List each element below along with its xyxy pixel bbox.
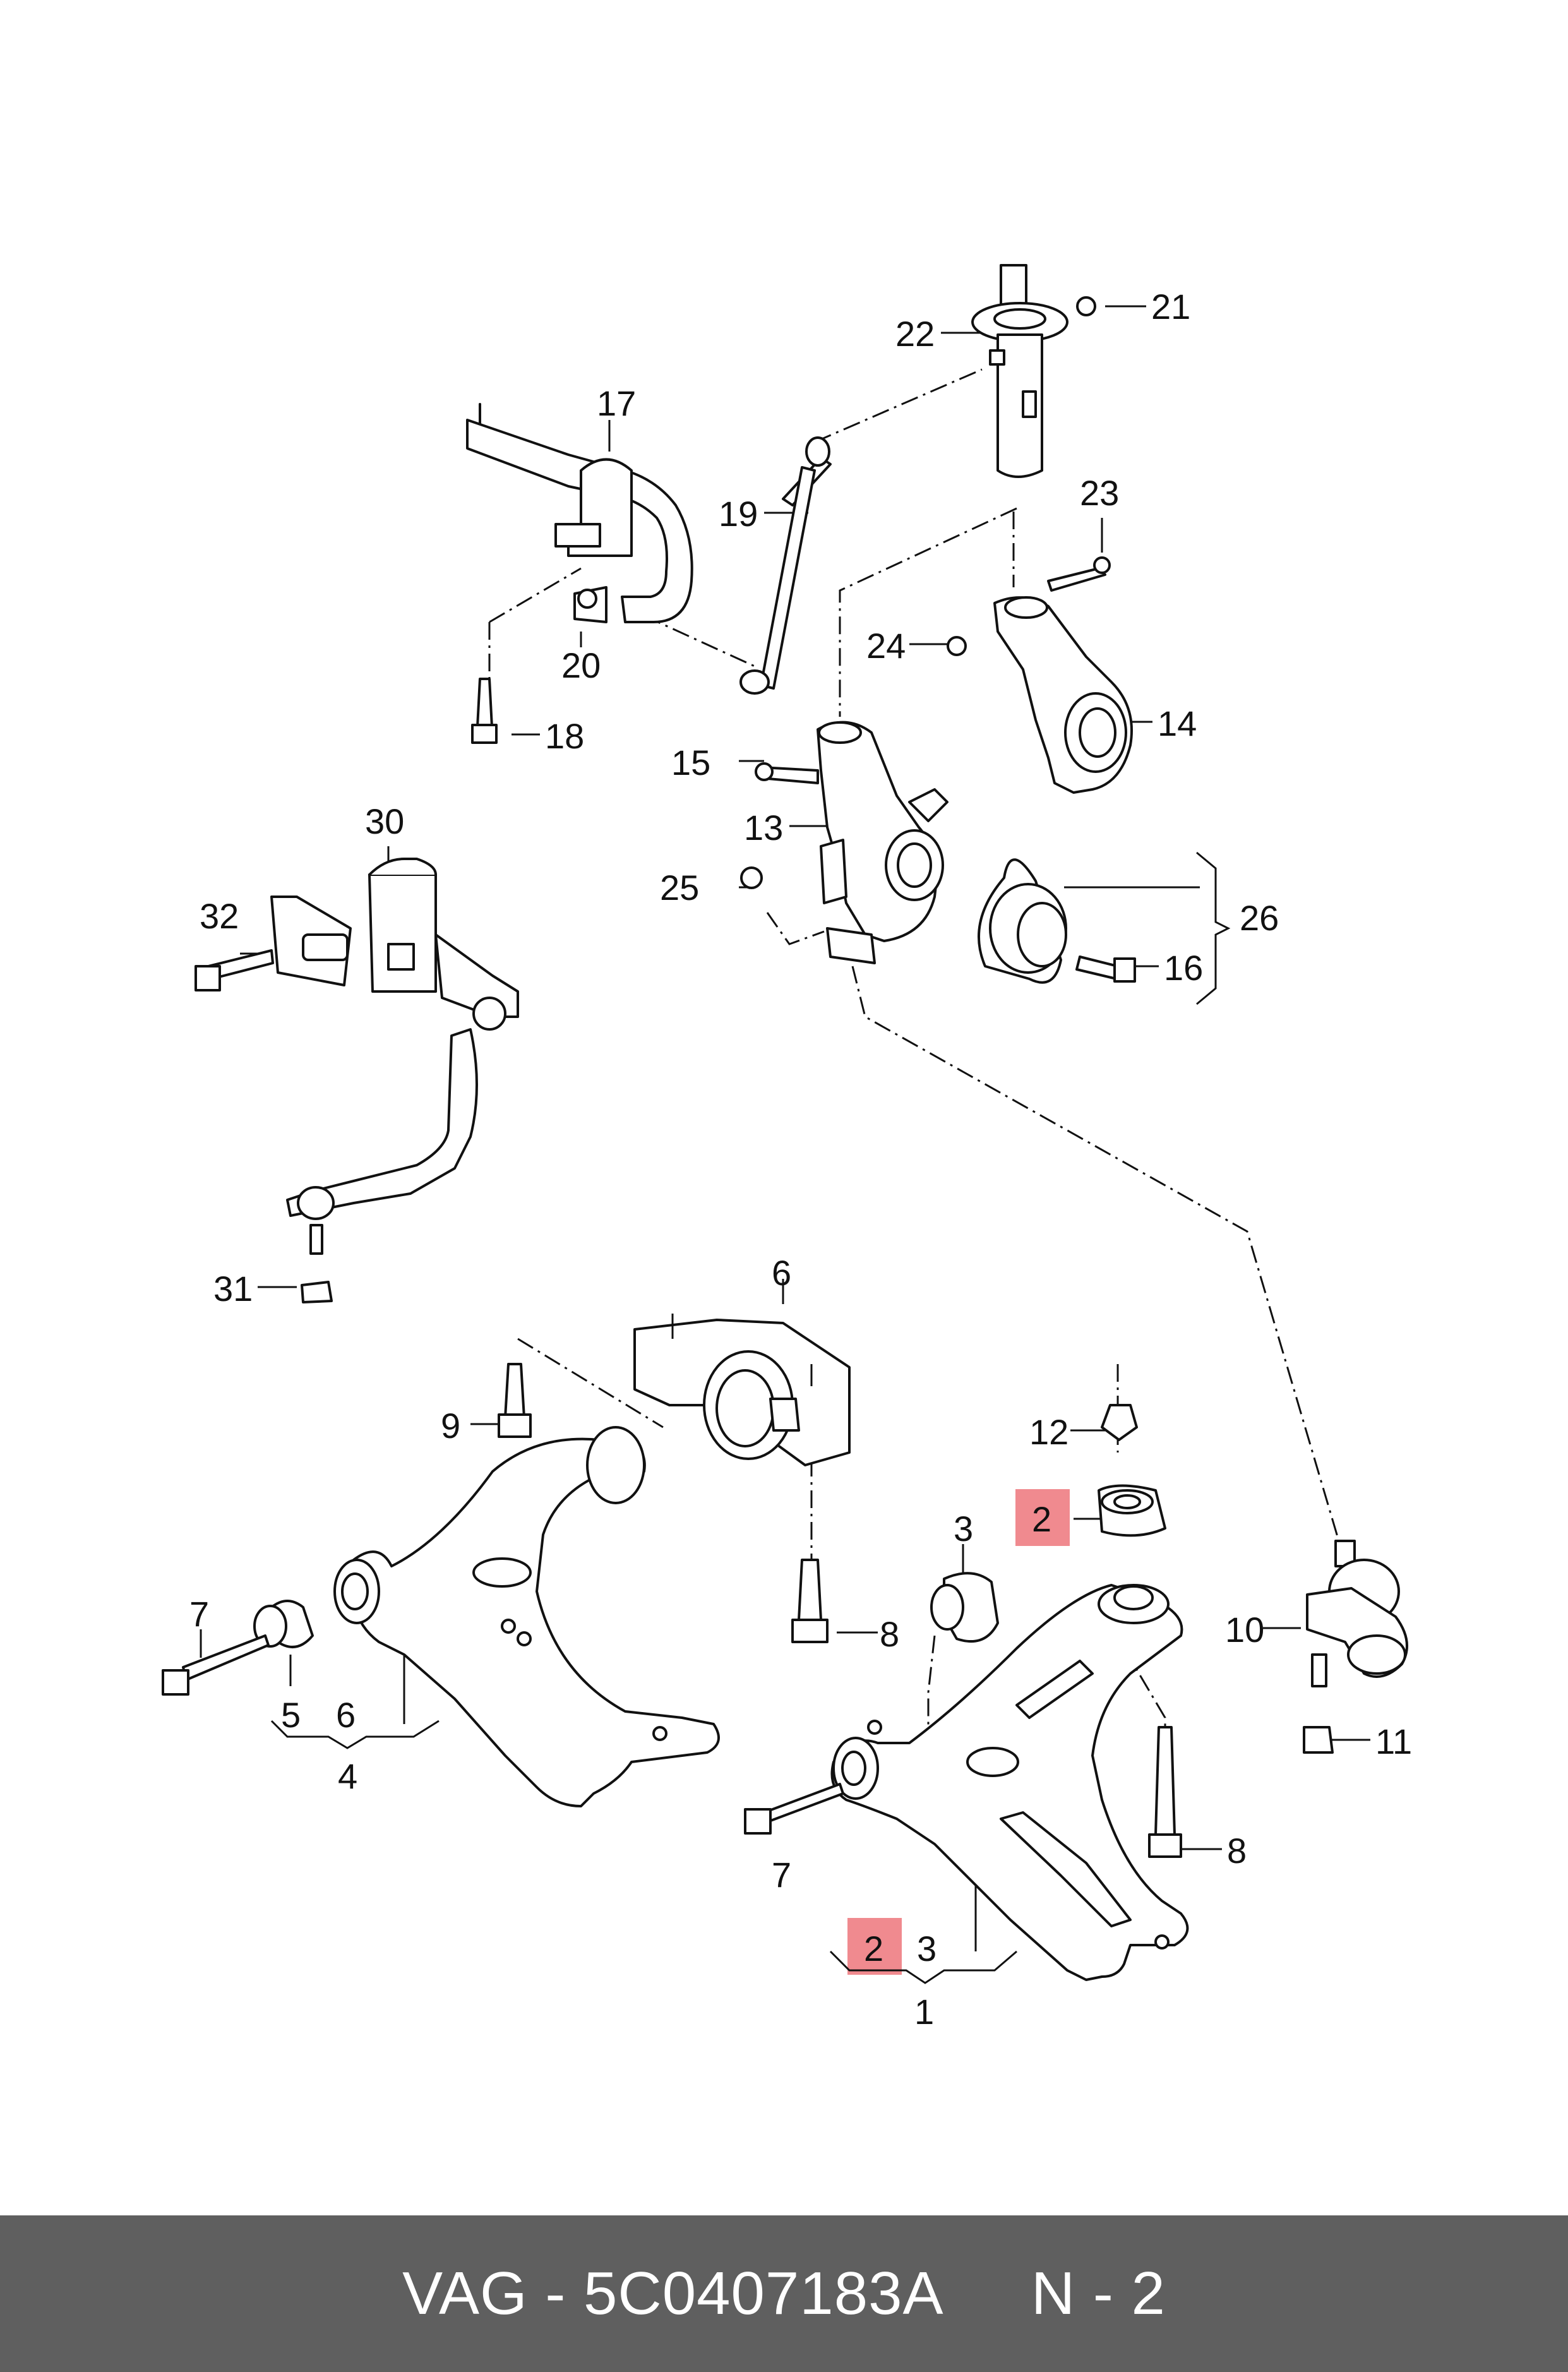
footer-bar: VAG - 5C0407183A N - 2 [0, 2215, 1568, 2372]
label-1: 1 [914, 1992, 934, 2032]
label-6-bottom: 6 [336, 1695, 356, 1735]
label-6-top: 6 [772, 1253, 791, 1293]
steering-knuckle-13 [740, 721, 949, 964]
exploded-suspension-diagram: 21 22 17 19 23 24 20 14 18 15 13 25 26 1… [162, 264, 1412, 2032]
label-25: 25 [660, 868, 699, 907]
label-19: 19 [719, 494, 758, 534]
label-7-left: 7 [189, 1594, 209, 1634]
label-3-upper: 3 [954, 1509, 973, 1548]
label-12: 12 [1029, 1412, 1068, 1452]
label-26: 26 [1240, 898, 1279, 938]
highlight-box-upper [1015, 1489, 1070, 1546]
control-arm-right [744, 1404, 1189, 1981]
label-9: 9 [441, 1406, 460, 1446]
level-sensor [195, 858, 519, 1303]
strut-assembly [971, 264, 1096, 478]
assembly-lines [488, 368, 1340, 1737]
label-23: 23 [1080, 473, 1119, 513]
highlight-box-lower [847, 1918, 902, 1975]
label-2-lower: 2 [864, 1929, 883, 1968]
label-15: 15 [671, 743, 710, 782]
label-14: 14 [1158, 704, 1197, 743]
label-16: 16 [1164, 948, 1203, 988]
label-30: 30 [365, 801, 404, 841]
label-2-upper: 2 [1032, 1499, 1051, 1539]
label-7-right: 7 [772, 1855, 791, 1895]
part-labels: 21 22 17 19 23 24 20 14 18 15 13 25 26 1… [189, 287, 1412, 2032]
footer-brand: VAG [402, 2260, 528, 2327]
label-32: 32 [200, 896, 239, 936]
ball-joint [1303, 1540, 1408, 1754]
label-24: 24 [866, 626, 906, 666]
stabilizer-bar [466, 403, 832, 744]
control-arm-left [162, 1426, 720, 1807]
label-3-lower: 3 [917, 1929, 937, 1968]
label-8-left: 8 [880, 1614, 899, 1654]
label-8-right: 8 [1227, 1831, 1247, 1871]
steering-knuckle-14 [947, 556, 1133, 794]
bush-mount [498, 1314, 851, 1643]
label-17: 17 [597, 383, 636, 423]
label-11: 11 [1375, 1722, 1412, 1761]
label-4: 4 [338, 1756, 357, 1796]
footer-separator: - [545, 2260, 566, 2327]
wheel-hub [978, 858, 1136, 984]
label-20: 20 [561, 645, 601, 685]
footer-part-number: 5C0407183A [584, 2260, 944, 2327]
label-22: 22 [895, 314, 935, 354]
footer-note: N - 2 [1031, 2260, 1166, 2327]
label-5: 5 [281, 1695, 301, 1735]
label-21: 21 [1151, 287, 1190, 326]
label-13: 13 [744, 808, 783, 848]
label-10: 10 [1225, 1610, 1264, 1650]
label-31: 31 [213, 1269, 253, 1309]
label-18: 18 [545, 716, 584, 756]
